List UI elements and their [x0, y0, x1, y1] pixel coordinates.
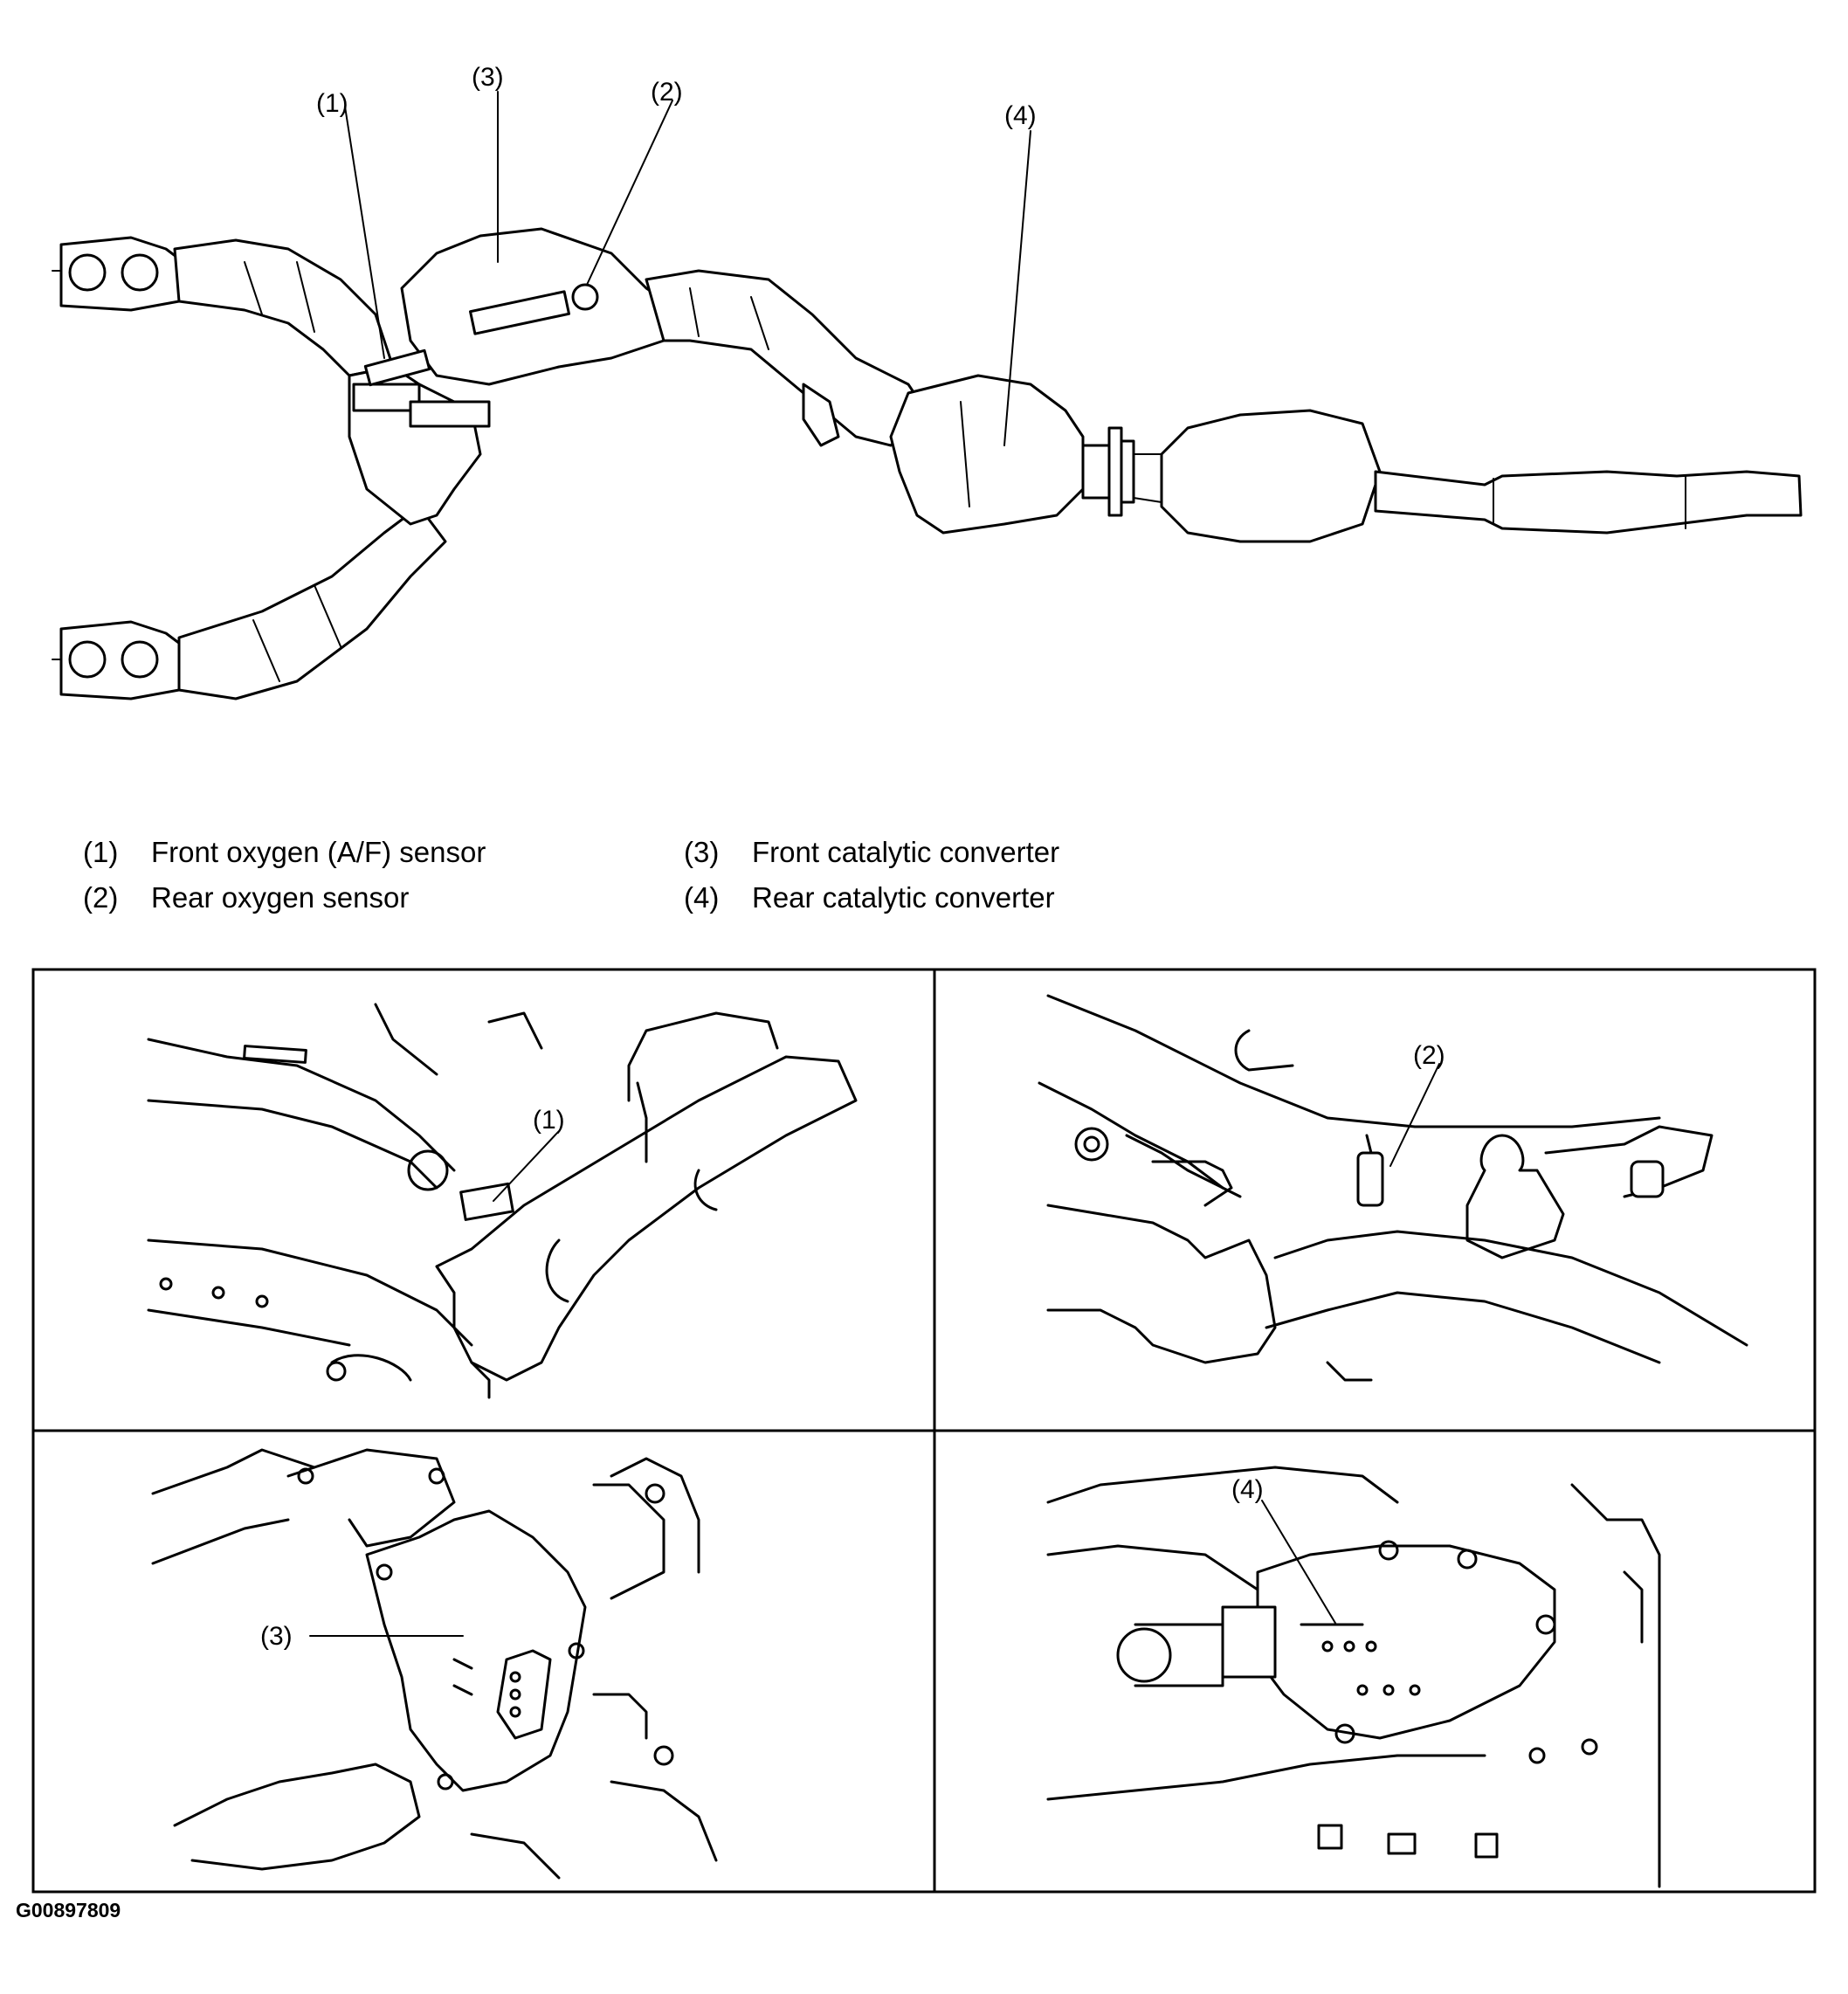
figure-id: G00897809 [16, 1899, 121, 1922]
legend-label: Rear catalytic converter [752, 881, 1055, 914]
legend-num: (3) [684, 836, 720, 868]
main-callout-2: (2) [651, 78, 683, 107]
main-callout-1: (1) [316, 89, 348, 118]
upper-front-pipe [173, 238, 395, 377]
exhaust-assembly-drawing [52, 91, 1803, 700]
panel2-callout: (2) [1413, 1041, 1445, 1070]
legend-right-column: (3) Front catalytic converter (4) Rear cat… [684, 830, 1059, 921]
center-pipe [645, 269, 927, 447]
legend-item-1: (1) Front oxygen (A/F) sensor [83, 830, 486, 875]
upper-manifold-flange [52, 236, 185, 312]
legend-label: Front catalytic converter [752, 836, 1060, 868]
legend-left-column: (1) Front oxygen (A/F) sensor (2) Rear oxy… [83, 830, 486, 921]
main-callout-4: (4) [1004, 101, 1037, 130]
muffler [1160, 409, 1382, 543]
panel-rear-catalytic-converter: (4) [1046, 1466, 1661, 1888]
legend-num: (4) [684, 881, 720, 914]
panel1-callout: (1) [533, 1106, 565, 1135]
front-oxygen-sensor [363, 348, 431, 387]
legend-label: Front oxygen (A/F) sensor [151, 836, 486, 868]
main-callout-3: (3) [472, 63, 504, 92]
panel-front-catalytic-converter: (3) [151, 1448, 718, 1880]
panel-front-oxygen-sensor: (1) [147, 1003, 858, 1399]
tail-pipe [1374, 470, 1803, 535]
legend-item-3: (3) Front catalytic converter [684, 830, 1059, 875]
legend-num: (2) [83, 881, 119, 914]
panel3-callout: (3) [260, 1622, 293, 1651]
legend-item-2: (2) Rear oxygen sensor [83, 875, 486, 921]
lower-manifold-flange [52, 620, 185, 700]
panel-rear-oxygen-sensor: (2) [1038, 994, 1748, 1382]
front-catalytic-converter [400, 227, 674, 386]
legend-item-4: (4) Rear catalytic converter [684, 875, 1059, 921]
legend-label: Rear oxygen sensor [151, 881, 410, 914]
panel4-callout: (4) [1231, 1475, 1264, 1504]
rear-oxygen-sensor [571, 283, 599, 311]
rear-catalytic-converter [889, 374, 1085, 535]
lower-front-pipe [177, 505, 447, 700]
legend-num: (1) [83, 836, 119, 868]
